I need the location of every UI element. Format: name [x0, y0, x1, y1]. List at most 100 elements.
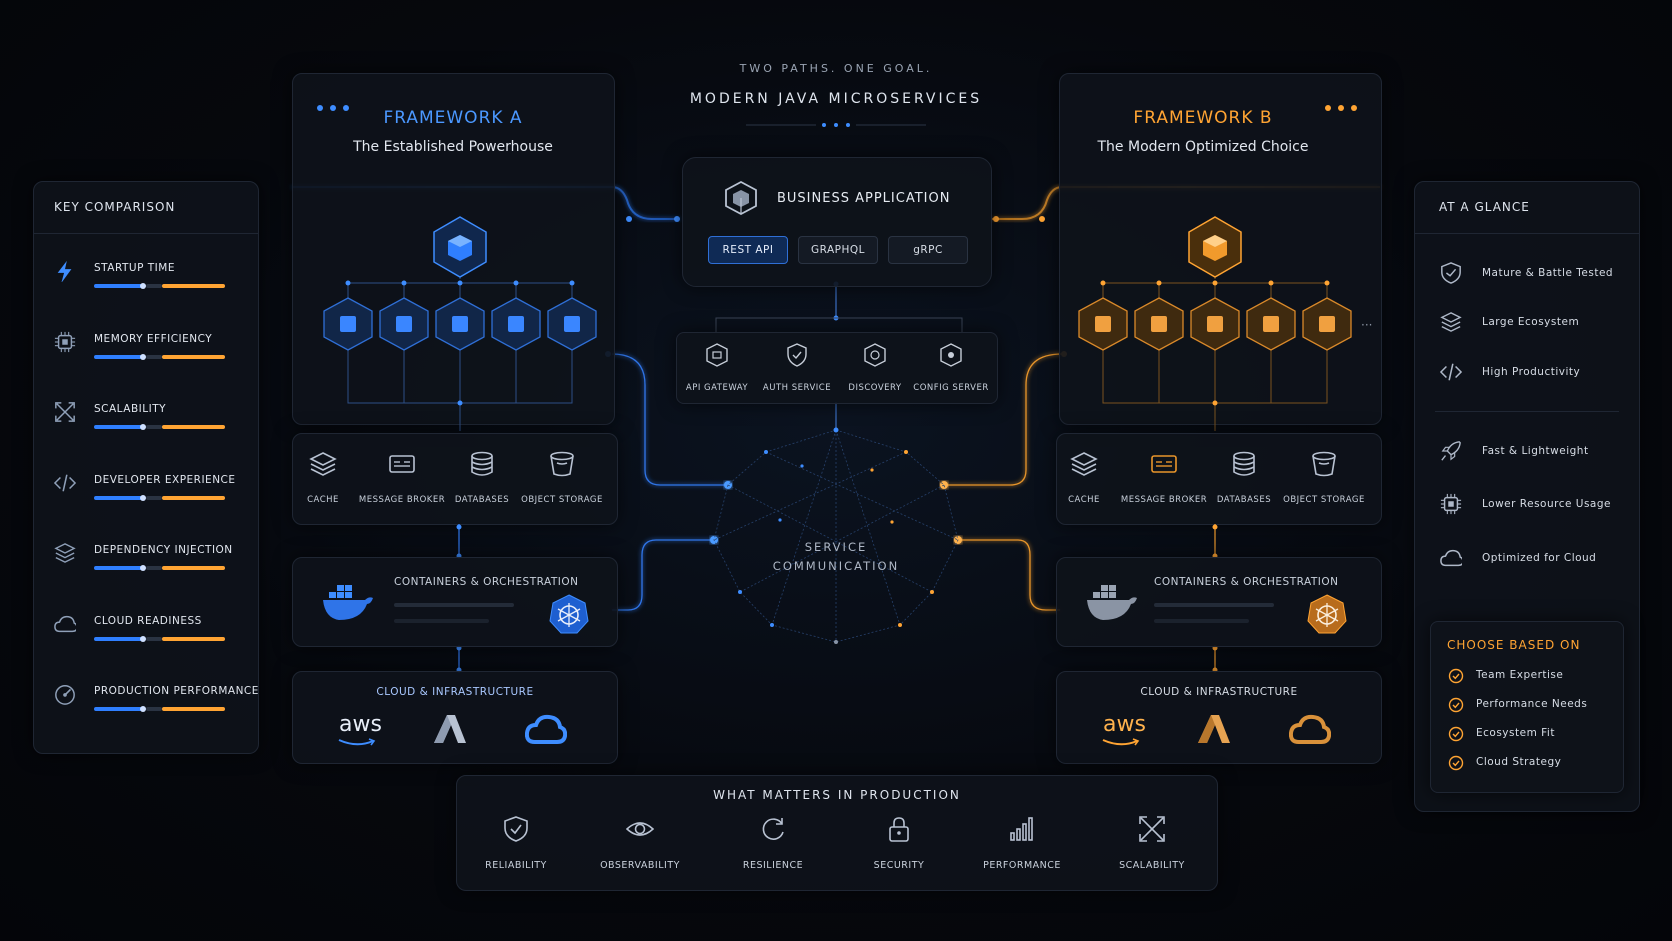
- key-comparison-panel: KEY COMPARISON: [33, 181, 259, 754]
- gcp-cloud-icon: [1289, 714, 1331, 744]
- data-store-label: DATABASES: [454, 495, 510, 505]
- kubernetes-icon: [549, 594, 589, 634]
- service-label: AUTH SERVICE: [762, 383, 832, 393]
- at-a-glance-item: Mature & Battle Tested: [1482, 267, 1614, 279]
- data-store-label: CACHE: [307, 495, 339, 505]
- framework-b-title: FRAMEWORK B: [1133, 108, 1273, 128]
- aws-logo: aws: [339, 712, 382, 737]
- choose-item: Ecosystem Fit: [1476, 727, 1555, 739]
- framework-b-hex-tree: ···: [1078, 216, 1372, 431]
- code-icon: [1440, 363, 1462, 381]
- framework-b-bar: [162, 425, 225, 429]
- key-comparison-label: DEVELOPER EXPERIENCE: [94, 473, 236, 486]
- framework-b-bar: [162, 636, 225, 641]
- key-comparison-label: DEPENDENCY INJECTION: [94, 544, 233, 556]
- bar-separator: [140, 353, 146, 360]
- framework-a-bar: [94, 354, 142, 359]
- framework-b-containers-panel: CONTAINERS & ORCHESTRATION: [1056, 557, 1382, 647]
- framework-b-cloud-panel: CLOUD & INFRASTRUCTURE aws: [1056, 671, 1382, 764]
- graphql-chip[interactable]: GRAPHQL: [798, 236, 878, 264]
- bar-gap: [146, 707, 162, 711]
- window-dots: [317, 96, 349, 115]
- at-a-glance-item: Fast & Lightweight: [1482, 445, 1589, 457]
- azure-icon: [434, 715, 466, 743]
- service-label: API GATEWAY: [685, 383, 749, 393]
- bar-separator: [140, 635, 146, 642]
- framework-a-bar: [94, 495, 142, 500]
- config-server-icon: [940, 343, 962, 367]
- object-storage-icon: [1312, 451, 1336, 477]
- api-gateway-icon: [706, 343, 728, 367]
- check-circle-icon: [1448, 726, 1464, 742]
- refresh-icon: [762, 818, 784, 840]
- business-application-panel: BUSINESS APPLICATION REST API GRAPHQL gR…: [682, 157, 992, 287]
- framework-b-bar: [162, 566, 225, 570]
- production-item-label: RESILIENCE: [742, 860, 804, 871]
- production-item-label: SCALABILITY: [1119, 860, 1185, 871]
- chip-icon: [54, 331, 76, 352]
- aws-smile-icon: [1102, 738, 1140, 746]
- more-ellipsis: ···: [1361, 318, 1372, 332]
- azure-icon: [1198, 715, 1230, 743]
- production-item-label: RELIABILITY: [485, 860, 547, 871]
- bar-separator: [140, 283, 146, 289]
- cloud-icon: [1440, 549, 1462, 567]
- cloud-title: CLOUD & INFRASTRUCTURE: [376, 686, 534, 698]
- gauge-icon: [55, 685, 75, 705]
- key-comparison-title: KEY COMPARISON: [54, 200, 176, 214]
- database-icon: [1233, 451, 1255, 476]
- bar-gap: [146, 284, 162, 288]
- bar-separator: [140, 494, 146, 501]
- data-store-label: OBJECT STORAGE: [521, 495, 603, 505]
- check-circle-icon: [1448, 697, 1464, 713]
- shield-icon: [1441, 262, 1461, 284]
- at-a-glance-item: Optimized for Cloud: [1482, 552, 1597, 564]
- discovery-icon: [864, 343, 886, 367]
- framework-a-bar: [94, 566, 142, 570]
- framework-a-bar: [94, 425, 142, 429]
- aws-logo: aws: [1103, 712, 1146, 737]
- bar-gap: [146, 495, 162, 500]
- choose-title: CHOOSE BASED ON: [1447, 638, 1581, 652]
- production-item-label: OBSERVABILITY: [600, 860, 680, 871]
- framework-b-bar: [162, 707, 225, 711]
- check-circle-icon: [1448, 755, 1464, 771]
- key-comparison-label: STARTUP TIME: [94, 262, 175, 274]
- hex-node-root: [433, 216, 487, 278]
- bar-chart-icon: [1010, 817, 1033, 841]
- lightning-icon: [57, 260, 72, 282]
- docker-icon: [323, 585, 373, 620]
- rocket-icon: [1441, 441, 1461, 461]
- expand-icon: [55, 402, 75, 422]
- rest-api-chip[interactable]: REST API: [708, 236, 788, 264]
- services-panel: API GATEWAY AUTH SERVICE DISCOVERY CONFI…: [676, 332, 998, 404]
- bar-gap: [146, 354, 162, 359]
- production-panel: WHAT MATTERS IN PRODUCTION: [456, 775, 1218, 891]
- business-application-title: BUSINESS APPLICATION: [777, 191, 951, 206]
- grpc-chip[interactable]: gRPC: [888, 236, 968, 264]
- key-comparison-label: CLOUD READINESS: [94, 614, 202, 627]
- aws-smile-icon: [338, 738, 376, 746]
- docker-icon: [1087, 585, 1137, 620]
- data-store-label: MESSAGE BROKER: [358, 495, 446, 505]
- cloud-title: CLOUD & INFRASTRUCTURE: [1140, 686, 1298, 698]
- framework-a-cloud-panel: CLOUD & INFRASTRUCTURE aws: [292, 671, 618, 764]
- code-icon: [54, 474, 76, 491]
- framework-a-subtitle: The Established Powerhouse: [353, 139, 553, 155]
- eye-icon: [626, 822, 654, 836]
- choose-item: Performance Needs: [1476, 698, 1588, 710]
- cloud-icon: [54, 615, 76, 632]
- at-a-glance-item: High Productivity: [1482, 366, 1581, 378]
- framework-b-data-stores: [1056, 433, 1382, 525]
- framework-b-bar: [162, 284, 225, 288]
- auth-service-icon: [787, 343, 807, 367]
- cache-icon: [309, 452, 337, 476]
- header-eyebrow: TWO PATHS. ONE GOAL.: [739, 62, 933, 75]
- bar-separator: [140, 565, 146, 571]
- data-store-label: CACHE: [1068, 495, 1100, 505]
- hex-node-root: [1188, 216, 1242, 278]
- framework-a-bar: [94, 636, 142, 641]
- lock-icon: [889, 817, 909, 842]
- expand-icon: [1139, 816, 1165, 842]
